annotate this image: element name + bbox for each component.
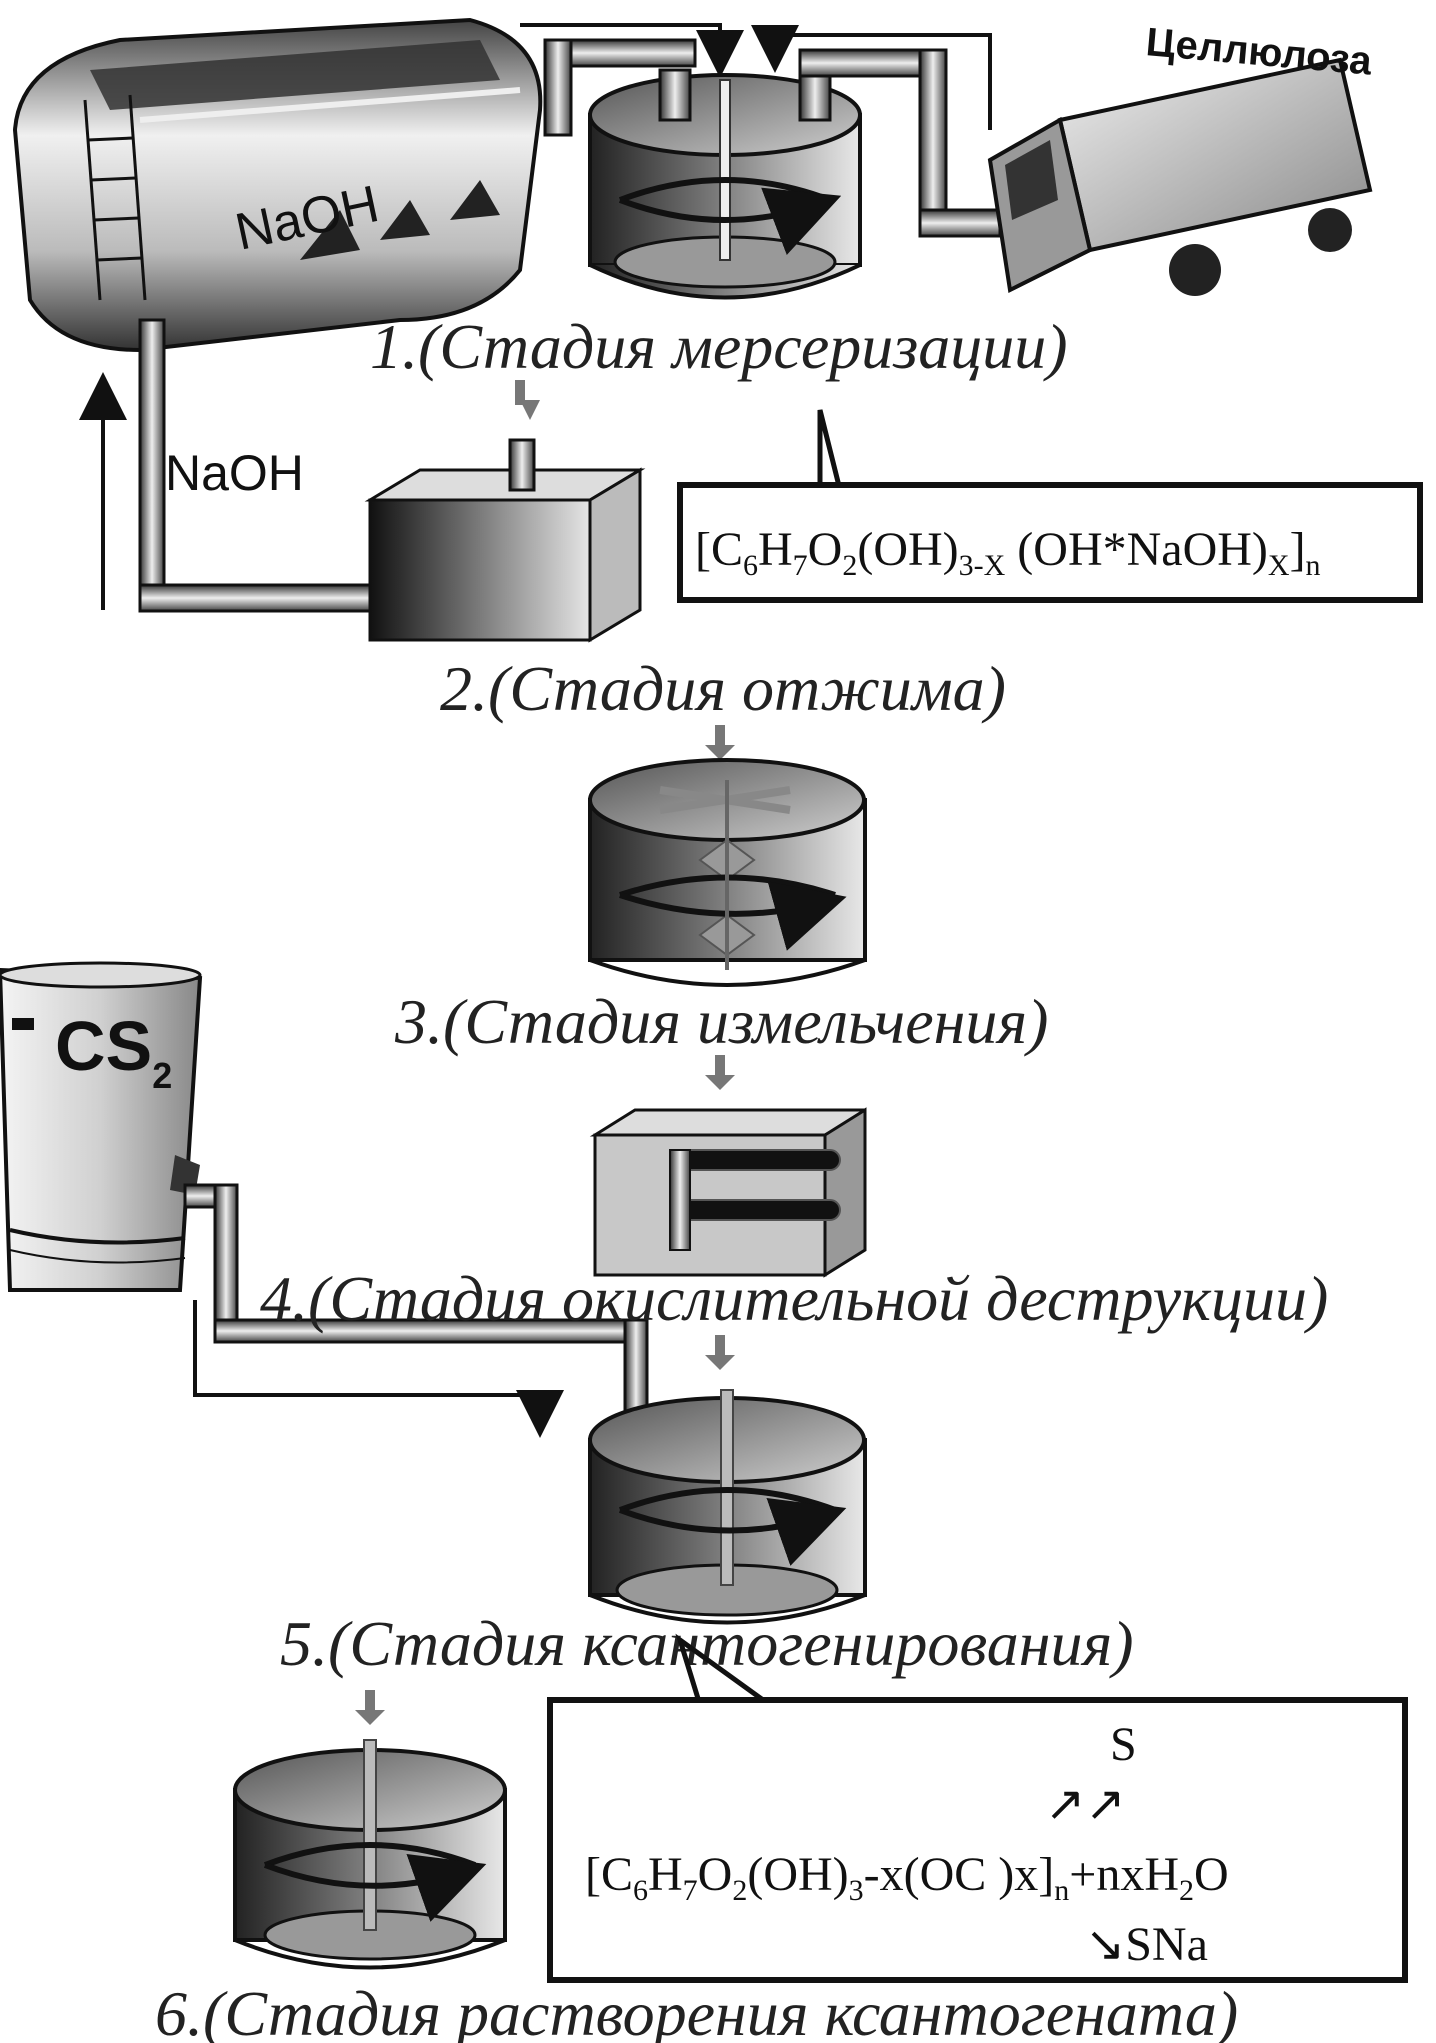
formula-2-arrows: ↗↗: [1045, 1778, 1125, 1831]
formula-1: [C6H7O2(OH)3-X (OH*NaOH)X]n: [695, 523, 1321, 582]
cs2-label: CS2: [55, 1007, 172, 1096]
naoh-tank: NaOH: [12, 17, 543, 353]
ladder: [83, 94, 147, 301]
press-unit: [364, 380, 646, 643]
formula-2: [C6H7O2(OH)3-x(OC )x]n+nxH2O: [585, 1848, 1229, 1907]
formula-2-bottom: ↘SNa: [1085, 1918, 1208, 1971]
reactor-mercerization: [588, 68, 862, 300]
naoh-return-line: NaOH: [79, 318, 382, 613]
grinder-unit: [588, 725, 867, 987]
cs2-drum: CS2: [0, 961, 203, 1292]
formula-2-callout: S ↗↗ [C6H7O2(OH)3-x(OC )x]n+nxH2O ↘SNa: [547, 1633, 1408, 1983]
stage-6-label: 6.(Стадия растворения ксантогената): [155, 1978, 1238, 2043]
pipe-cellulose-to-reactor1: [751, 25, 1002, 238]
stage-4-label: 4.(Стадия окислительной деструкции): [260, 1263, 1328, 1334]
cellulose-label: Целлюлоза: [1144, 20, 1374, 84]
cellulose-truck: Целлюлоза: [987, 20, 1374, 296]
stage-2-label: 2.(Стадия отжима): [440, 653, 1006, 724]
stage-5-label: 5.(Стадия ксантогенирования): [280, 1608, 1134, 1679]
reactor-xanthation: [588, 1335, 867, 1625]
stage-3-label: 3.(Стадия измельчения): [394, 986, 1048, 1057]
reactor-dissolution: [233, 1690, 507, 1970]
formula-2-top: S: [1110, 1718, 1137, 1771]
pipe-naoh-to-reactor1: [520, 23, 744, 137]
stage-1-label: 1.(Стадия мерсеризации): [370, 311, 1068, 382]
formula-1-callout: [C6H7O2(OH)3-X (OH*NaOH)X]n: [677, 409, 1423, 603]
oxidation-unit: [589, 1055, 867, 1278]
naoh-return-label: NaOH: [165, 445, 304, 501]
pipe-cs2-to-reactor5: [183, 1183, 649, 1452]
